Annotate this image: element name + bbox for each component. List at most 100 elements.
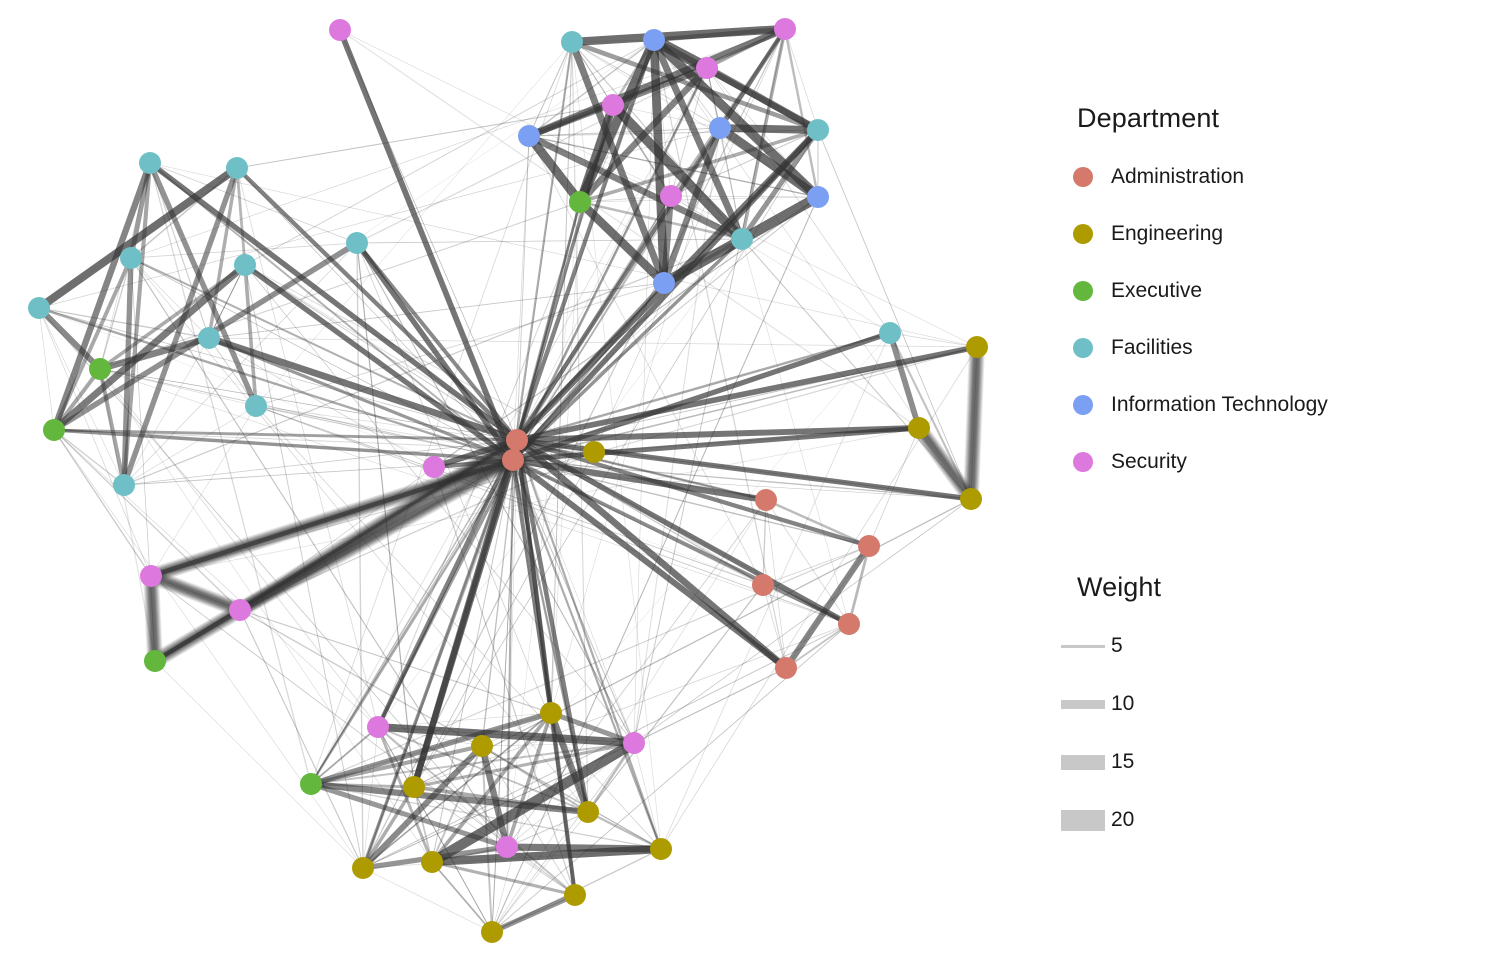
graph-edge [491, 811, 589, 933]
department-legend-item[interactable]: Facilities [1055, 319, 1328, 376]
graph-node[interactable] [234, 254, 256, 276]
graph-node[interactable] [518, 125, 540, 147]
graph-edge [963, 346, 985, 500]
graph-edge [511, 67, 709, 461]
graph-node[interactable] [229, 599, 251, 621]
graph-node[interactable] [807, 186, 829, 208]
graph-edge [511, 237, 744, 462]
graph-node[interactable] [858, 535, 880, 557]
graph-node[interactable] [709, 117, 731, 139]
graph-node[interactable] [752, 574, 774, 596]
graph-edge [356, 238, 743, 244]
department-legend-label: Executive [1111, 278, 1203, 302]
graph-node[interactable] [245, 395, 267, 417]
graph-node[interactable] [643, 29, 665, 51]
department-legend-item[interactable]: Engineering [1055, 205, 1328, 262]
graph-node[interactable] [506, 429, 528, 451]
weight-legend-item[interactable]: 5 [1055, 617, 1161, 675]
graph-node[interactable] [807, 119, 829, 141]
graph-node[interactable] [346, 232, 368, 254]
graph-node[interactable] [966, 336, 988, 358]
graph-node[interactable] [481, 921, 503, 943]
graph-edge [550, 712, 589, 813]
graph-edge [593, 28, 786, 453]
network-graph-canvas[interactable] [0, 0, 1055, 972]
graph-edge [361, 786, 416, 869]
graph-node[interactable] [908, 417, 930, 439]
graph-edge [512, 195, 672, 461]
graph-edge [149, 455, 515, 581]
graph-node[interactable] [660, 185, 682, 207]
graph-edge [99, 368, 850, 625]
graph-node[interactable] [879, 322, 901, 344]
graph-node[interactable] [140, 565, 162, 587]
graph-node[interactable] [731, 228, 753, 250]
graph-edge [512, 67, 708, 461]
network-graph-svg[interactable] [0, 0, 1055, 972]
graph-node[interactable] [423, 456, 445, 478]
graph-node[interactable] [623, 732, 645, 754]
graph-node[interactable] [502, 449, 524, 471]
department-legend-item[interactable]: Information Technology [1055, 376, 1328, 433]
graph-edge [528, 129, 819, 137]
graph-edge [362, 867, 493, 933]
weight-legend-item[interactable]: 10 [1055, 675, 1161, 733]
graph-node[interactable] [561, 31, 583, 53]
graph-node[interactable] [774, 18, 796, 40]
graph-node[interactable] [577, 801, 599, 823]
graph-node[interactable] [755, 489, 777, 511]
graph-node[interactable] [421, 851, 443, 873]
weight-legend-label: 5 [1111, 634, 1123, 657]
graph-node[interactable] [602, 94, 624, 116]
graph-edge [550, 710, 635, 746]
graph-node[interactable] [564, 884, 586, 906]
graph-node[interactable] [540, 702, 562, 724]
graph-node[interactable] [198, 327, 220, 349]
graph-node[interactable] [352, 857, 374, 879]
graph-node[interactable] [650, 838, 672, 860]
graph-node[interactable] [696, 57, 718, 79]
graph-edge [739, 128, 821, 241]
graph-edge [516, 127, 721, 441]
graph-node[interactable] [144, 650, 166, 672]
weight-legend-item[interactable]: 15 [1055, 733, 1161, 791]
graph-edge [916, 426, 974, 501]
graph-edge [478, 745, 511, 848]
graph-node[interactable] [471, 735, 493, 757]
graph-node[interactable] [120, 247, 142, 269]
graph-node[interactable] [496, 836, 518, 858]
graph-edge [99, 334, 210, 373]
graph-node[interactable] [403, 776, 425, 798]
graph-edge [235, 167, 247, 266]
graph-node[interactable] [139, 152, 161, 174]
graph-edge [491, 712, 552, 933]
graph-edge [783, 28, 820, 198]
graph-node[interactable] [43, 419, 65, 441]
department-legend-item[interactable]: Security [1055, 433, 1328, 490]
graph-node[interactable] [226, 157, 248, 179]
graph-edge [149, 571, 242, 615]
graph-edge [38, 307, 508, 848]
department-legend-label: Information Technology [1111, 392, 1328, 416]
graph-node[interactable] [583, 441, 605, 463]
graph-node[interactable] [569, 191, 591, 213]
department-legend-item[interactable]: Administration [1055, 148, 1328, 205]
graph-node[interactable] [838, 613, 860, 635]
graph-node[interactable] [960, 488, 982, 510]
graph-node[interactable] [367, 716, 389, 738]
graph-node[interactable] [329, 19, 351, 41]
nodes-layer[interactable] [28, 18, 988, 943]
graph-edge [148, 575, 158, 662]
graph-node[interactable] [89, 358, 111, 380]
graph-node[interactable] [775, 657, 797, 679]
graph-node[interactable] [113, 474, 135, 496]
graph-edge [528, 135, 672, 197]
graph-edge [633, 28, 786, 744]
weight-legend-item[interactable]: 20 [1055, 791, 1161, 849]
department-legend-item[interactable]: Executive [1055, 262, 1328, 319]
graph-node[interactable] [28, 297, 50, 319]
graph-node[interactable] [653, 272, 675, 294]
graph-node[interactable] [300, 773, 322, 795]
